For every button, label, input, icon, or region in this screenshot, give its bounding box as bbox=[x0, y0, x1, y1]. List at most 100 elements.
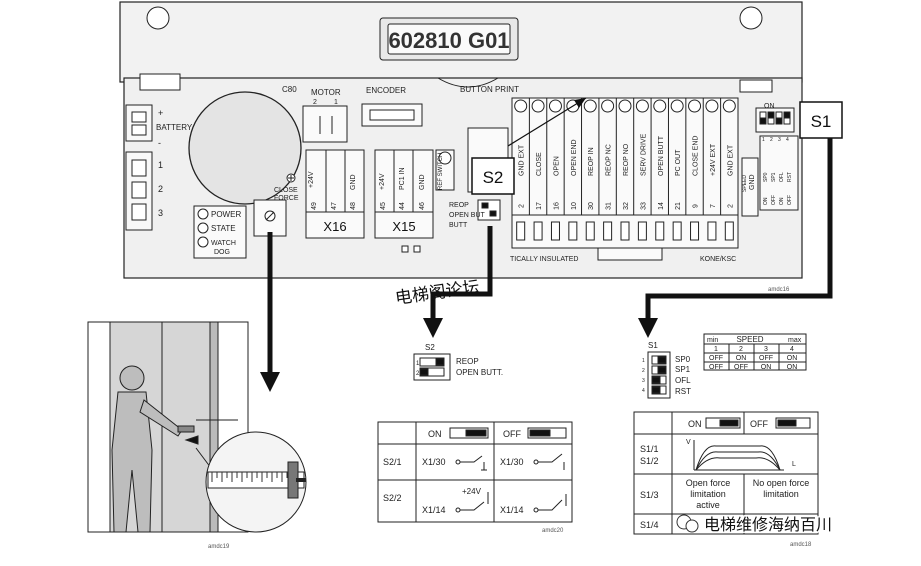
s1-sp0-3: OFF bbox=[759, 355, 773, 362]
s2-detail-label-1: REOP bbox=[456, 357, 479, 366]
s2-table-on: ON bbox=[428, 429, 442, 439]
s2-table-row1-on: X1/30 bbox=[422, 457, 446, 467]
terminal-slot-4 bbox=[568, 221, 578, 241]
encoder-label: ENCODER bbox=[366, 86, 406, 95]
s2-table-row2-off: X1/14 bbox=[500, 505, 524, 515]
dip-num-2: 2 bbox=[770, 137, 773, 143]
terminal-slot-11 bbox=[690, 221, 700, 241]
s1-sp1-1: OFF bbox=[709, 364, 723, 371]
encoder-connector bbox=[361, 103, 423, 127]
s1-speed-min: min bbox=[707, 337, 718, 344]
brand-label: KONE/KSC bbox=[700, 256, 736, 263]
terminal-slot-12 bbox=[707, 221, 717, 241]
gnd-block bbox=[741, 157, 759, 217]
terminal-pin-13: 2 bbox=[727, 204, 734, 208]
terminal-pin-3: 16 bbox=[553, 202, 560, 210]
battery-connector bbox=[125, 104, 153, 142]
led-watchdog-1: WATCH bbox=[211, 240, 236, 247]
terminal-pin-11: 9 bbox=[693, 204, 700, 208]
s1-detail bbox=[647, 333, 807, 399]
terminal-pin-12: 7 bbox=[710, 204, 717, 208]
terminal-slot-3 bbox=[550, 221, 560, 241]
dip-num-4: 4 bbox=[786, 137, 789, 143]
s1-graph-v: V bbox=[686, 439, 691, 446]
terminal-slot-9 bbox=[655, 221, 665, 241]
s2-table-row2-extra: +24V bbox=[462, 487, 482, 496]
s2-board-reop: REOP bbox=[449, 202, 469, 209]
board-serial: 602810 G01 bbox=[388, 28, 509, 53]
s1-table bbox=[633, 411, 819, 535]
s2-board-butt: BUTT bbox=[449, 222, 468, 229]
s1-detail-label-sp0: SP0 bbox=[675, 355, 691, 364]
battery-label: BATTERY bbox=[156, 123, 193, 132]
terminal-label-5: REOP IN bbox=[588, 147, 595, 176]
dip-state-4: OFF bbox=[787, 195, 793, 205]
battery-minus: - bbox=[158, 138, 161, 148]
dip-col-ofl: OFL bbox=[779, 172, 785, 182]
s2-table-off: OFF bbox=[503, 429, 521, 439]
dip-on-label: ON bbox=[764, 103, 775, 110]
s2-table-row2-on: X1/14 bbox=[422, 505, 446, 515]
x15-terminal bbox=[374, 149, 434, 253]
ref-switch bbox=[435, 149, 455, 191]
motor-connector bbox=[302, 105, 348, 143]
x15-pin-1: 45 bbox=[380, 202, 387, 210]
s2-arrow-head bbox=[423, 318, 443, 338]
terminal-label-9: OPEN BUTT bbox=[658, 135, 665, 176]
terminal-label-3: OPEN bbox=[553, 156, 560, 176]
s1-sp1-2: OFF bbox=[734, 364, 748, 371]
x15-label-1: +24V bbox=[379, 173, 386, 190]
terminal-screw-12 bbox=[705, 99, 719, 113]
dip-col-sp1: SP1 bbox=[771, 172, 777, 182]
led-watchdog-2: DOG bbox=[214, 249, 230, 256]
board-ref: amdc16 bbox=[768, 287, 790, 293]
dip-speed-side: SPEED bbox=[742, 175, 748, 192]
s1-table-on: ON bbox=[688, 419, 702, 429]
s1-table-row3: S1/4 bbox=[640, 520, 659, 530]
terminal-pin-2: 17 bbox=[536, 202, 543, 210]
terminal-slot-2 bbox=[533, 221, 543, 241]
close-force-arrow-head bbox=[260, 372, 280, 392]
s1-table-row2: S1/3 bbox=[640, 490, 659, 500]
capacitor bbox=[188, 91, 302, 205]
insulated-strip bbox=[597, 247, 663, 261]
s2-pointer-line bbox=[507, 97, 587, 147]
terminal-slot-1 bbox=[516, 221, 526, 241]
s1-detail-num-4: 4 bbox=[642, 388, 645, 394]
terminal-screw-11 bbox=[688, 99, 702, 113]
s1-board-dip bbox=[755, 107, 799, 211]
terminal-screw-3 bbox=[548, 99, 562, 113]
close-force-pot bbox=[253, 173, 296, 237]
motor-pin-2: 2 bbox=[313, 99, 317, 106]
dip-num-3: 3 bbox=[778, 137, 781, 143]
s1-col-3: 3 bbox=[764, 346, 768, 353]
galv-label: TICALLY INSULATED bbox=[510, 256, 578, 263]
dip-num-1: 1 bbox=[762, 137, 765, 143]
terminal-label-11: CLOSE END bbox=[693, 136, 700, 176]
close-force-label-1: CLOSE bbox=[274, 187, 298, 194]
terminal-pin-6: 31 bbox=[606, 202, 613, 210]
s1-sp0-1: OFF bbox=[709, 355, 723, 362]
terminal-pin-4: 10 bbox=[571, 202, 578, 210]
terminal-pin-1: 2 bbox=[519, 204, 526, 208]
wechat-icon bbox=[676, 514, 699, 533]
x15-label-2: PC1 IN bbox=[399, 167, 406, 190]
s2-table-ref: amdc20 bbox=[542, 528, 564, 534]
s2-table-row1-off: X1/30 bbox=[500, 457, 524, 467]
s2-detail bbox=[413, 353, 451, 381]
terminal-pin-8: 33 bbox=[640, 202, 647, 210]
left-connector bbox=[125, 151, 153, 231]
gnd-label: GND bbox=[749, 174, 756, 190]
s1-speed-title: SPEED bbox=[736, 335, 763, 344]
s1-sp0-4: ON bbox=[787, 355, 798, 362]
motor-pin-1: 1 bbox=[334, 99, 338, 106]
s1-callout: S1 bbox=[799, 101, 843, 139]
s1-arrow-head bbox=[638, 318, 658, 338]
s1-col-1: 1 bbox=[714, 346, 718, 353]
x16-label-3: GND bbox=[350, 174, 357, 190]
terminal-pin-5: 30 bbox=[588, 202, 595, 210]
s2-table bbox=[377, 421, 573, 523]
